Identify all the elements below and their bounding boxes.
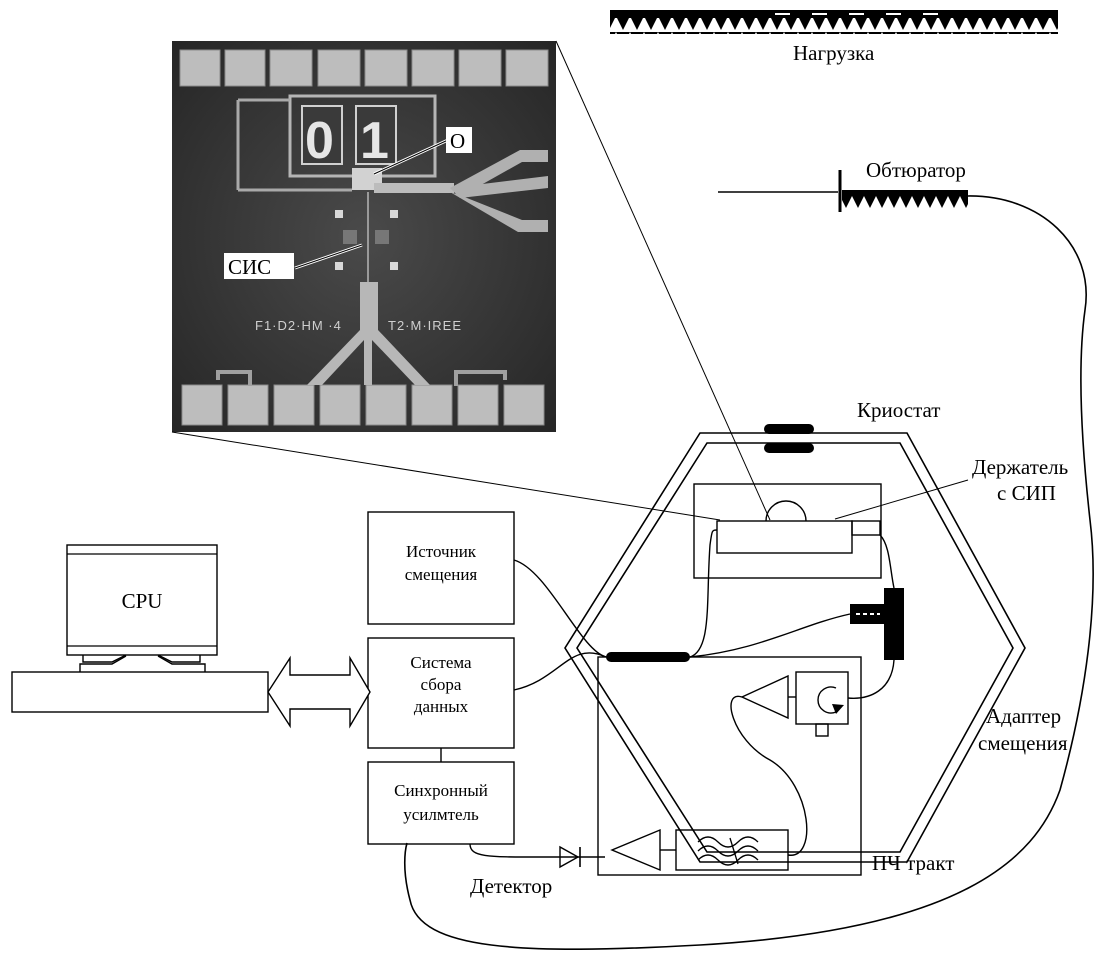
lockin-label-line2: усилмтель <box>403 805 479 824</box>
detector-diode-icon <box>550 847 605 867</box>
circulator-icon <box>796 672 848 736</box>
chip-digit-left: 0 <box>305 112 334 170</box>
load-label: Нагрузка <box>793 41 875 65</box>
daq-label-line2: сбора <box>421 675 462 694</box>
if-chain-box <box>598 657 861 875</box>
chip-marking-left: F1·D2·HM ·4 <box>255 318 342 333</box>
bias-source-label-line1: Источник <box>406 542 477 561</box>
data-bus-arrow <box>268 658 370 726</box>
if-chain-label: ПЧ тракт <box>872 851 954 875</box>
holder-label-line1: Держатель <box>972 455 1068 479</box>
holder-label-line2: с СИП <box>997 481 1056 505</box>
wiring <box>470 530 894 857</box>
bias-source-label-line2: смещения <box>405 565 478 584</box>
chip-marking-right: T2·M·IREE <box>388 318 462 333</box>
detector-label: Детектор <box>470 874 552 898</box>
bias-adapter <box>850 588 904 660</box>
zoom-line-bottom <box>172 432 720 520</box>
cryostat <box>565 424 1025 862</box>
bias-adapter-label-line2: смещения <box>978 731 1068 755</box>
holder-block <box>694 484 881 578</box>
cpu-label: CPU <box>122 589 163 613</box>
daq-label-line1: Система <box>410 653 472 672</box>
callout-sis-label: СИС <box>228 255 271 279</box>
holder-leader <box>835 480 968 519</box>
shutter-label: Обтюратор <box>866 158 966 182</box>
cryostat-window-top <box>764 424 814 434</box>
chip-micrograph: 0 1 F1·D2·HM ·4 T2·M·IREE <box>172 41 556 432</box>
chip-digit-right: 1 <box>360 112 389 170</box>
callout-o-label: О <box>450 129 465 153</box>
load-absorber <box>610 10 1058 34</box>
daq-label-line3: данных <box>414 697 469 716</box>
lockin-label-line1: Синхронный <box>394 781 488 800</box>
bias-adapter-label-line1: Адаптер <box>986 704 1061 728</box>
computer <box>12 545 268 712</box>
system-unit <box>12 672 268 712</box>
cryostat-window-bottom <box>764 443 814 453</box>
cryo-amplifier-icon <box>742 676 788 718</box>
zoom-line-top <box>556 41 770 520</box>
cryostat-label: Криостат <box>857 398 940 422</box>
lockin-amplifier-box <box>368 762 514 844</box>
warm-amplifier-icon <box>612 830 660 870</box>
